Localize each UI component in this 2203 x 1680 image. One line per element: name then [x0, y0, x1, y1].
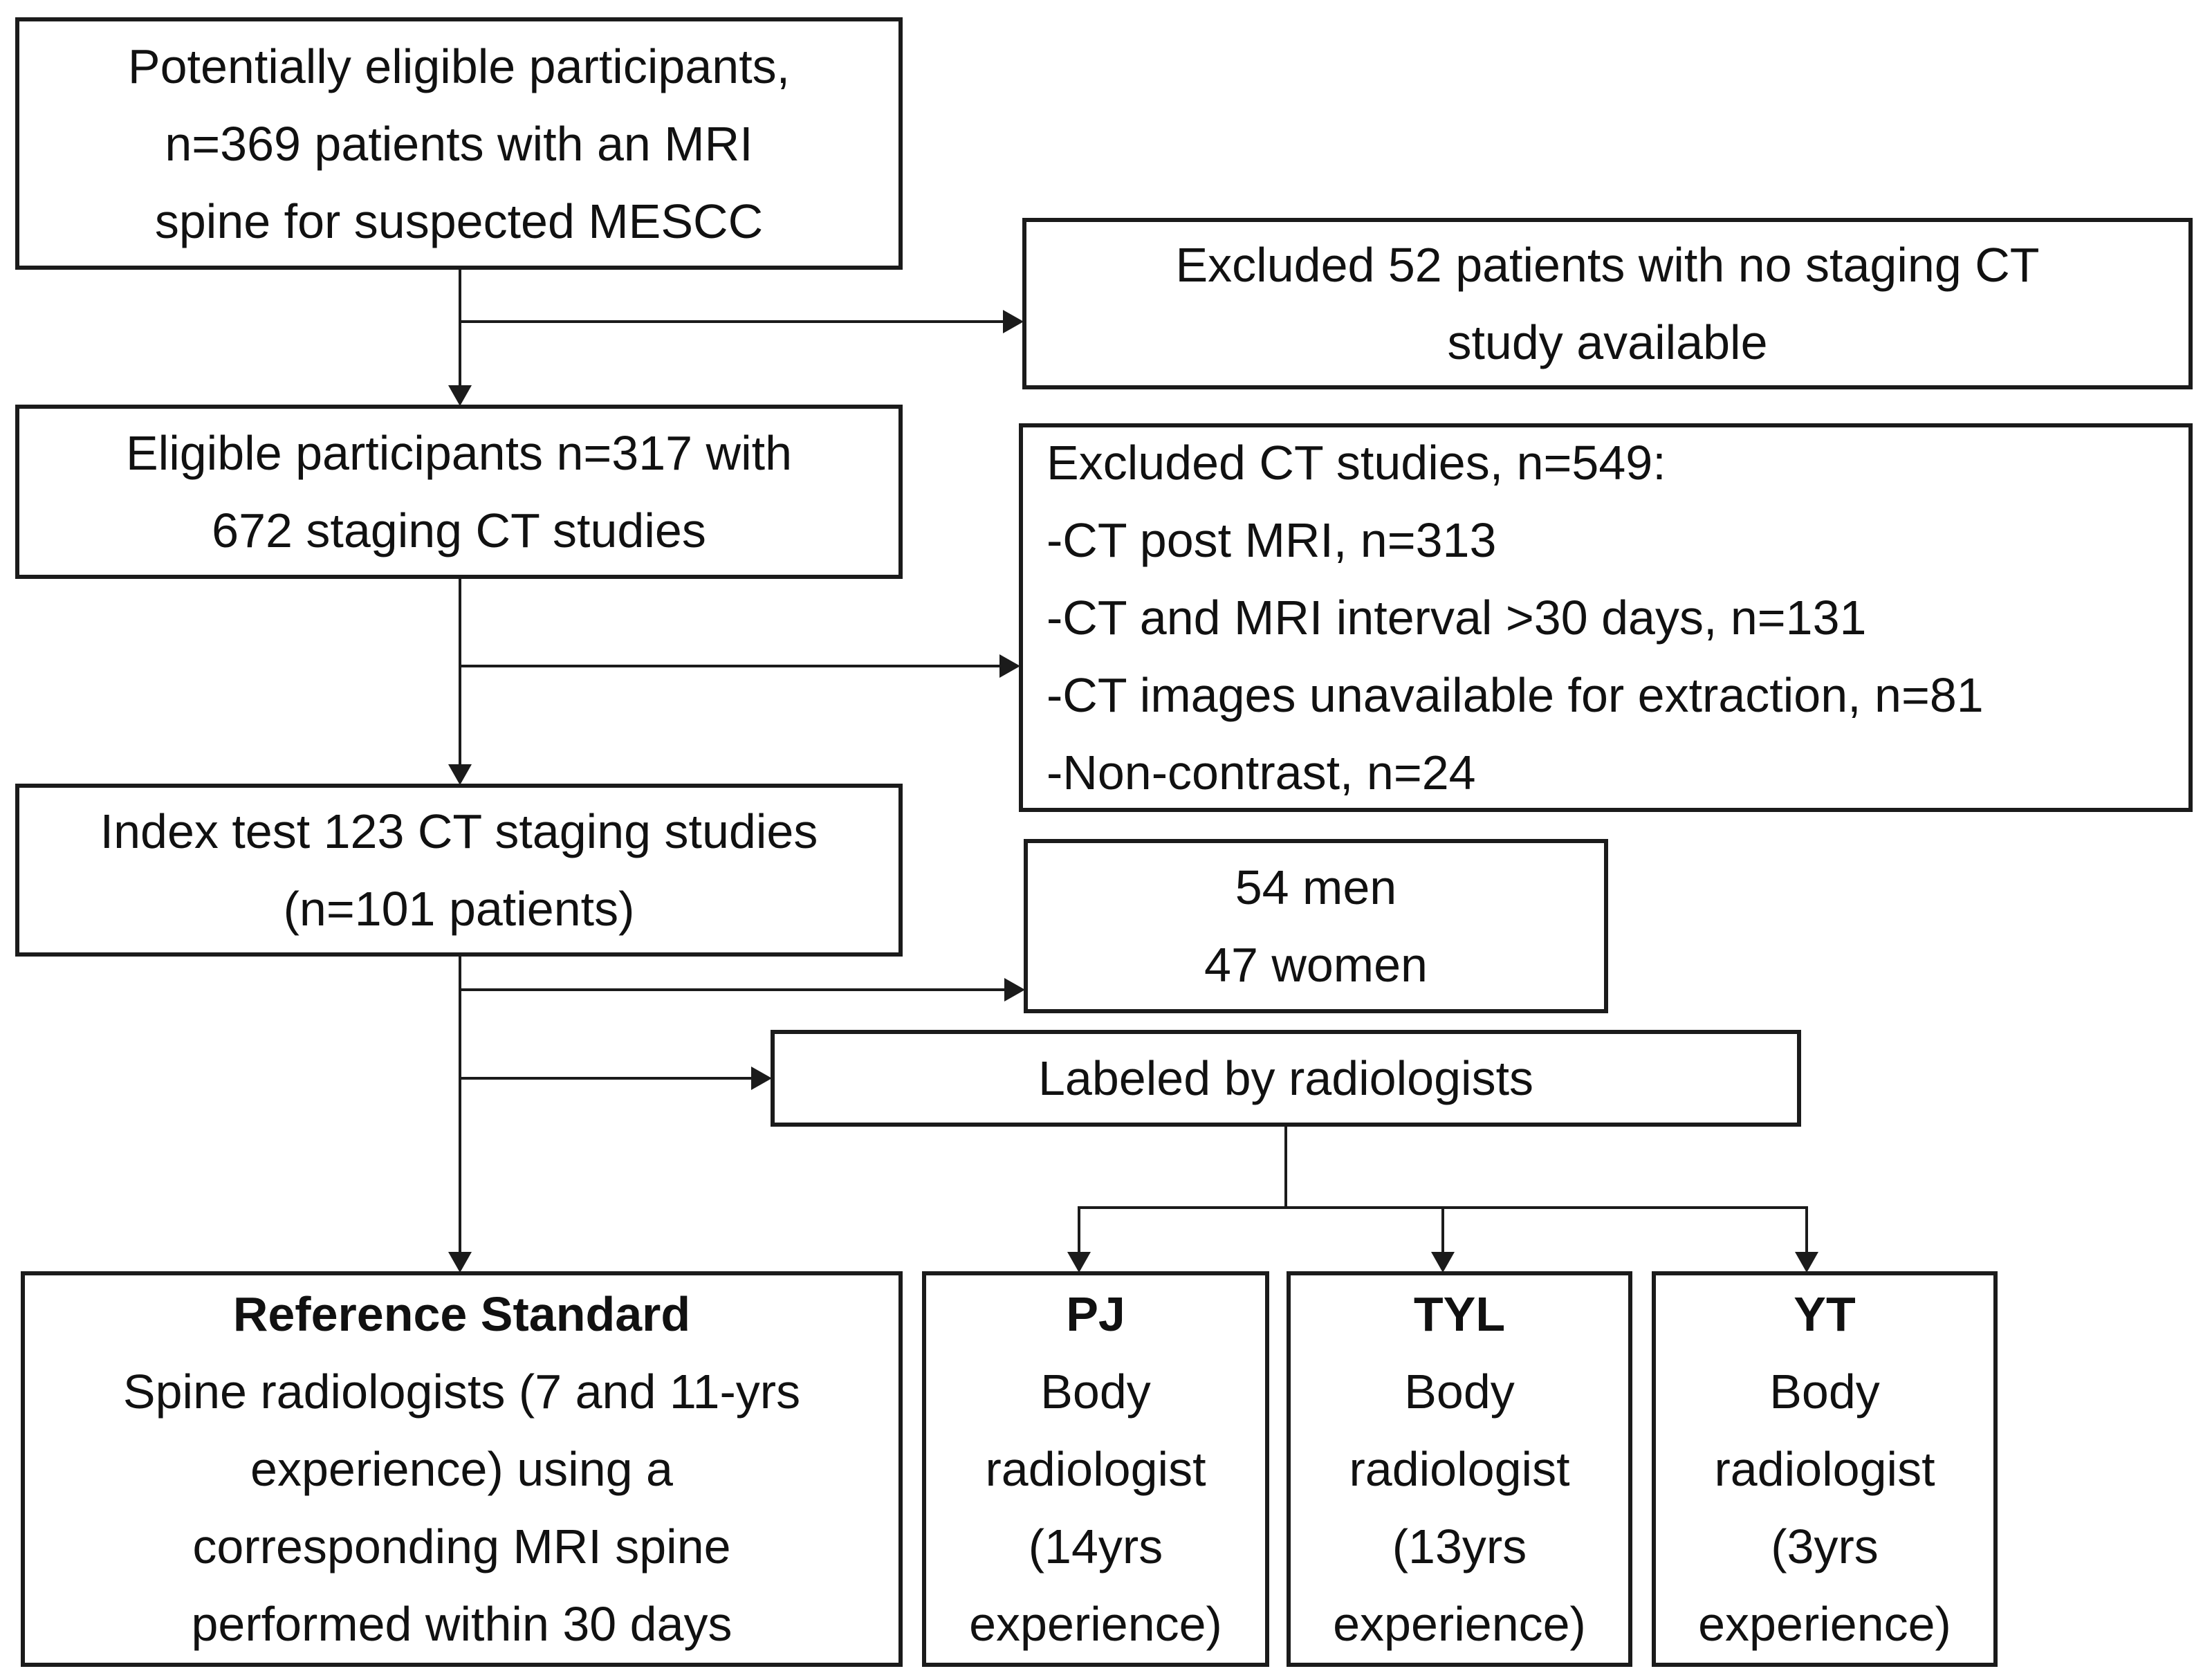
box-text-line: (3yrs — [1771, 1520, 1879, 1573]
arrowhead-into-excluded-ct — [999, 654, 1020, 678]
box-text-line: (14yrs — [1028, 1520, 1163, 1573]
connector-stub-tyl — [1441, 1206, 1444, 1252]
box-title: PJ — [1066, 1287, 1125, 1341]
box-reader-pj: PJ Body radiologist (14yrs experience) — [922, 1271, 1269, 1667]
connector-a-to-c — [459, 270, 461, 385]
connector-c-to-excluded-ct — [460, 665, 999, 667]
box-text-line: spine for suspected MESCC — [154, 194, 764, 248]
box-text-line: (13yrs — [1392, 1520, 1527, 1573]
box-text-line: Excluded CT studies, n=549: — [1047, 436, 1666, 490]
box-text-line: 47 women — [1204, 938, 1428, 992]
box-eligible-participants: Eligible participants n=317 with 672 sta… — [15, 405, 903, 579]
connector-stub-pj — [1078, 1206, 1080, 1252]
box-text-line: -CT images unavailable for extraction, n… — [1047, 668, 1984, 722]
box-text-line: Index test 123 CT staging studies — [100, 804, 818, 858]
box-text-line: radiologist — [1349, 1442, 1570, 1496]
box-text-line: Eligible participants n=317 with — [125, 426, 793, 480]
arrowhead-into-excluded-patients — [1003, 310, 1024, 333]
connector-e-to-labeled — [460, 1077, 751, 1080]
connector-a-to-excluded-patients — [460, 320, 1003, 323]
box-text-line: experience) using a — [250, 1442, 673, 1496]
arrowhead-into-reference — [448, 1252, 472, 1273]
box-text-line: corresponding MRI spine — [192, 1520, 731, 1573]
box-potentially-eligible: Potentially eligible participants, n=369… — [15, 17, 903, 270]
box-text-line: Potentially eligible participants, — [127, 39, 791, 93]
connector-stub-yt — [1805, 1206, 1808, 1252]
box-text-line: Spine radiologists (7 and 11-yrs — [122, 1365, 801, 1419]
connector-c-to-e — [459, 579, 461, 764]
box-text-line: radiologist — [1714, 1442, 1935, 1496]
box-reader-yt: YT Body radiologist (3yrs experience) — [1652, 1271, 1998, 1667]
arrowhead-into-demographics — [1004, 978, 1025, 1001]
connector-e-to-reference — [459, 957, 461, 1252]
arrowhead-into-pj — [1067, 1252, 1091, 1273]
arrowhead-into-eligible — [448, 385, 472, 406]
box-text-line: performed within 30 days — [191, 1597, 732, 1651]
box-excluded-no-staging-ct: Excluded 52 patients with no staging CT … — [1022, 218, 2193, 389]
box-text-line: Body — [1040, 1365, 1151, 1419]
box-title: TYL — [1413, 1287, 1506, 1341]
box-text-line: n=369 patients with an MRI — [165, 116, 753, 171]
box-labeled-by-radiologists: Labeled by radiologists — [771, 1030, 1801, 1127]
box-reader-tyl: TYL Body radiologist (13yrs experience) — [1287, 1271, 1632, 1667]
arrowhead-into-tyl — [1431, 1252, 1455, 1273]
box-text-line: Body — [1769, 1365, 1880, 1419]
box-text-line: Labeled by radiologists — [1038, 1051, 1534, 1105]
box-text-line: (n=101 patients) — [283, 882, 635, 936]
box-reference-standard: Reference Standard Spine radiologists (7… — [21, 1271, 903, 1667]
box-text-line: 54 men — [1235, 860, 1397, 914]
arrowhead-into-index-test — [448, 764, 472, 785]
box-index-test: Index test 123 CT staging studies (n=101… — [15, 784, 903, 957]
box-text-line: experience) — [969, 1597, 1222, 1651]
box-text-line: study available — [1447, 315, 1768, 369]
box-text-line: radiologist — [985, 1442, 1206, 1496]
arrowhead-into-labeled — [751, 1067, 772, 1090]
box-text-line: experience) — [1698, 1597, 1951, 1651]
box-excluded-ct-studies: Excluded CT studies, n=549: -CT post MRI… — [1019, 423, 2193, 812]
box-title: YT — [1794, 1287, 1856, 1341]
box-text-line: 672 staging CT studies — [212, 504, 706, 557]
box-text-line: Body — [1404, 1365, 1515, 1419]
box-text-line: Excluded 52 patients with no staging CT — [1175, 238, 2040, 292]
box-text-line: -CT and MRI interval >30 days, n=131 — [1047, 591, 1867, 645]
connector-e-to-demographics — [460, 988, 1004, 991]
box-text-line: -CT post MRI, n=313 — [1047, 513, 1497, 567]
box-title: Reference Standard — [232, 1287, 691, 1341]
box-demographics: 54 men 47 women — [1024, 839, 1608, 1013]
box-text-line: -Non-contrast, n=24 — [1047, 746, 1476, 800]
connector-labeled-down — [1284, 1127, 1287, 1206]
box-text-line: experience) — [1333, 1597, 1586, 1651]
arrowhead-into-yt — [1795, 1252, 1818, 1273]
